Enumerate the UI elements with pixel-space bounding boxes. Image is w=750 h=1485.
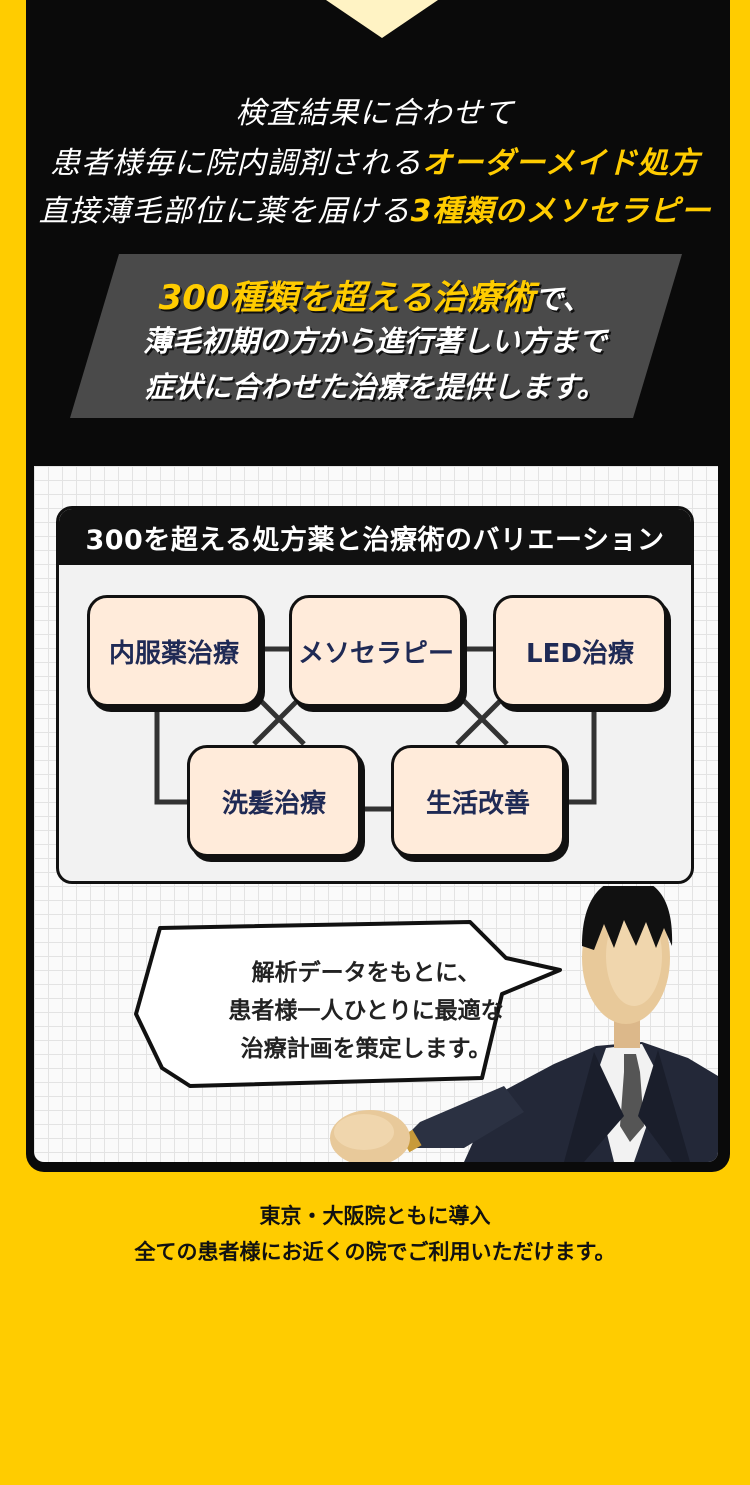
variations-box: 300を超える処方薬と治療術のバリエーション 内服薬治療 メソセラピー LED治… (56, 506, 694, 884)
treatment-scalp-wash: 洗髪治療 (187, 745, 361, 857)
variations-title: 300を超える処方薬と治療術のバリエーション (59, 509, 691, 565)
intro-highlight-3: 3種類のメソセラピー (410, 194, 712, 229)
grid-card: 300を超える処方薬と治療術のバリエーション 内服薬治療 メソセラピー LED治… (34, 466, 718, 1162)
banner-suffix: で、 (534, 282, 592, 316)
speech-line-2: 患者様一人ひとりに最適な (228, 998, 504, 1024)
speech-bubble (134, 920, 562, 1088)
intro-line-3: 直接薄毛部位に薬を届ける3種類のメソセラピー (0, 186, 750, 230)
intro-line-1: 検査結果に合わせて (0, 88, 750, 132)
treatment-banner (70, 254, 682, 418)
speech-text: 解析データをもとに、 患者様一人ひとりに最適な 治療計画を策定します。 (166, 954, 566, 1068)
down-arrow-notch (326, 0, 438, 38)
treatment-lifestyle: 生活改善 (391, 745, 565, 857)
treatment-led: LED治療 (493, 595, 667, 707)
treatment-oral-medicine: 内服薬治療 (87, 595, 261, 707)
intro-text-2: 患者様毎に院内調剤される (50, 146, 423, 181)
treatment-mesotherapy: メソセラピー (289, 595, 463, 707)
mannequin-doctor-illustration (330, 886, 718, 1162)
speech-line-1: 解析データをもとに、 (251, 960, 481, 986)
intro-text-1: 検査結果に合わせて (235, 96, 515, 131)
intro-text-3: 直接薄毛部位に薬を届ける (38, 194, 411, 229)
banner-highlight: 300種類を超える治療術 (158, 278, 535, 318)
intro-line-2: 患者様毎に院内調剤されるオーダーメイド処方 (0, 138, 750, 182)
speech-line-3: 治療計画を策定します。 (240, 1036, 492, 1062)
banner-line-1: 300種類を超える治療術で、 (0, 270, 750, 319)
banner-line-3: 症状に合わせた治療を提供します。 (144, 370, 606, 404)
footer-line-2: 全ての患者様にお近くの院でご利用いただけます。 (134, 1240, 616, 1264)
intro-highlight-2: オーダーメイド処方 (422, 146, 700, 181)
footer-line-1: 東京・大阪院ともに導入 (259, 1204, 491, 1228)
banner-line-2: 薄毛初期の方から進行著しい方まで (142, 324, 607, 358)
